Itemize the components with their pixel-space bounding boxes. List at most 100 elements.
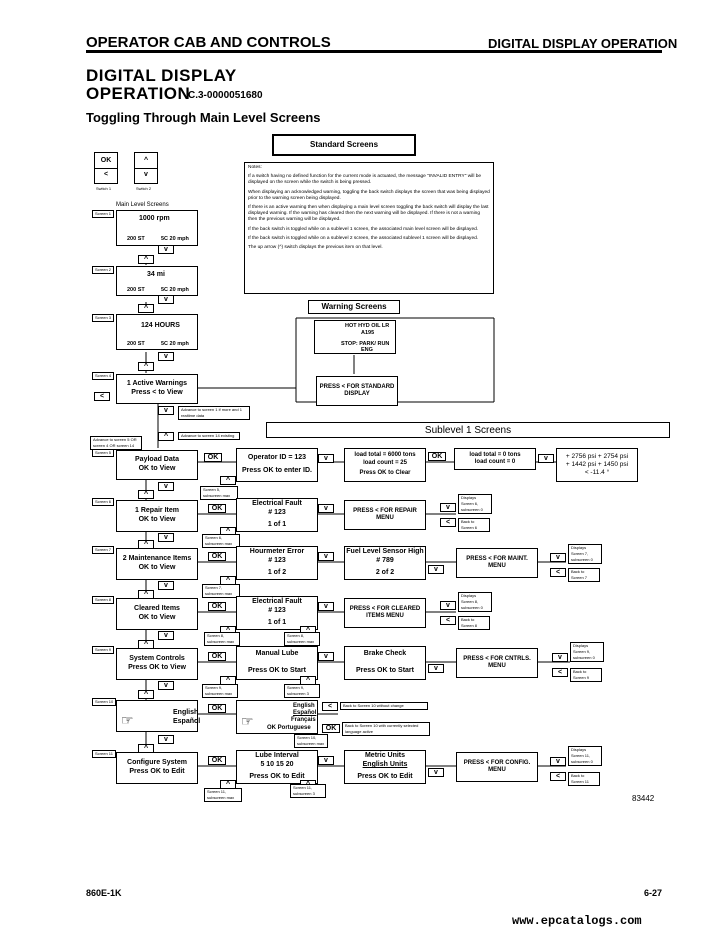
sub-line-2: Press OK to enter ID. [241,467,313,474]
down-button[interactable]: v [158,581,174,590]
screen-tag: Screen 11 [92,750,116,758]
brake-check-screen: Brake Check Press OK to Start [344,646,426,680]
note-item: When displaying an acknowledged warning,… [248,189,490,201]
ok-button[interactable]: OK [208,756,226,765]
up-button[interactable]: ^ [138,304,154,313]
up-button[interactable]: ^ [138,490,154,499]
up-button[interactable]: ^ [220,476,236,485]
sub-line-3: 1 of 1 [267,521,287,529]
up-button[interactable]: ^ [158,432,174,441]
back-button[interactable]: < [550,772,566,781]
back-button[interactable]: < [440,616,456,625]
down-button[interactable]: v [318,504,334,513]
ok-button[interactable]: OK [208,652,226,661]
down-button[interactable]: v [550,757,566,766]
footer-page-number: 6-27 [644,888,663,898]
down-button[interactable]: v [428,565,444,574]
up-button[interactable]: ^ [138,362,154,371]
sub-line-2: 5 10 15 20 [260,761,294,769]
sub-line-2: + 1442 psi + 1450 psi [565,460,629,468]
down-button[interactable]: v [428,768,444,777]
main-line-1: System Controls [129,655,185,663]
right-note: Back to Screen 10 without change [340,702,428,710]
ok-button[interactable]: OK [208,504,226,513]
screen-3: 124 HOURS 200 ST 5C 20 mph [116,314,198,350]
sub-line-2: # 123 [268,508,286,516]
down-button[interactable]: v [538,454,554,463]
warning-line-4: ENG [361,347,373,353]
down-button[interactable]: v [318,454,334,463]
screen-tag: Screen 9 [92,646,115,654]
back-button[interactable]: < [322,702,338,711]
pressure-screen: + 2756 psi + 2754 psi + 1442 psi + 1450 … [556,448,638,482]
ok-button[interactable]: OK [208,602,226,611]
lang-option: English [293,703,315,709]
down-button[interactable]: v [318,552,334,561]
down-label: v [144,170,148,178]
screen-2-bottom-right: 5C 20 mph [161,287,189,293]
screen-3-value: 124 HOURS [141,322,180,329]
sub-line-1: Fuel Level Sensor High [346,547,424,555]
down-button[interactable]: v [158,631,174,640]
up-button[interactable]: ^ [138,255,154,264]
ok-button[interactable]: OK [204,453,222,462]
subscreen-note: Screen 9, subscreen 3 [284,684,320,698]
screen-10-language: ☞ English Español [116,700,200,732]
screen-5-payload: Payload Data OK to View [116,450,198,480]
note-item: If the back switch is toggled while on a… [248,235,479,241]
page-title-line2: OPERATION [86,84,191,103]
advance-note: Advance to screen 1 if more and 1 realti… [178,406,250,420]
watermark: www.epcatalogs.com [512,914,642,928]
down-button[interactable]: v [158,735,174,744]
right-note: Displays Screen 11, subscreen 0 [568,746,602,766]
sub-line-1: Brake Check [363,650,407,658]
ok-button[interactable]: OK [208,552,226,561]
down-button[interactable]: v [158,352,174,361]
sub-line-1: load total = 0 tons [469,451,521,458]
down-button[interactable]: v [318,602,334,611]
maint-menu-screen: PRESS < FOR MAINT. MENU [456,548,538,578]
down-button[interactable]: v [158,482,174,491]
lang-option: Français [291,717,316,723]
switch-1: OK < [94,152,118,184]
hourmeter-screen: Hourmeter Error # 123 1 of 2 [236,546,318,580]
switch-1-label: Switch 1 [96,186,112,191]
standard-screens-title: Standard Screens [272,134,416,156]
manual-lube-screen: Manual Lube Press OK to Start [236,646,318,680]
up-button[interactable]: ^ [138,690,154,699]
sub-line-1: Metric Units [364,752,406,760]
down-button[interactable]: v [552,653,568,662]
down-button[interactable]: v [318,652,334,661]
down-button[interactable]: v [318,756,334,765]
ok-button[interactable]: OK [208,704,226,713]
down-button[interactable]: v [428,664,444,673]
sub-line-2: # 123 [268,606,286,614]
header-section-title: OPERATOR CAB AND CONTROLS [86,34,331,51]
advance-note: Advance to screen 14 existing [178,432,240,440]
lube-interval-screen: Lube Interval 5 10 15 20 Press OK to Edi… [236,750,318,784]
right-note: Displays Screen 6, subscreen 0 [458,494,492,514]
down-button[interactable]: v [158,245,174,254]
back-label: < [103,170,109,178]
sub-line-1: PRESS < FOR CLEARED ITEMS MENU [349,605,421,620]
down-button[interactable]: v [440,601,456,610]
ok-button[interactable]: OK [322,724,340,733]
back-button[interactable]: < [552,668,568,677]
main-line-1: Cleared Items [134,605,180,613]
ok-button[interactable]: OK [428,452,446,461]
down-button[interactable]: v [158,295,174,304]
down-button[interactable]: v [440,503,456,512]
down-button[interactable]: v [158,681,174,690]
right-note: Displays Screen 7, subscreen 0 [568,544,602,564]
down-button[interactable]: v [158,533,174,542]
down-button[interactable]: v [158,406,174,415]
down-button[interactable]: v [550,553,566,562]
screen-9-system-controls: System Controls Press OK to View [116,648,198,680]
warning-line-1: HOT HYD OIL LR [345,323,390,329]
back-button[interactable]: < [94,392,110,401]
back-button[interactable]: < [440,518,456,527]
back-button[interactable]: < [550,568,566,577]
sub-line-2: Press OK to Start [356,667,414,674]
sub-line-3: Press OK to Clear [359,470,411,477]
sub-line-1: Operator ID = 123 [247,454,307,462]
